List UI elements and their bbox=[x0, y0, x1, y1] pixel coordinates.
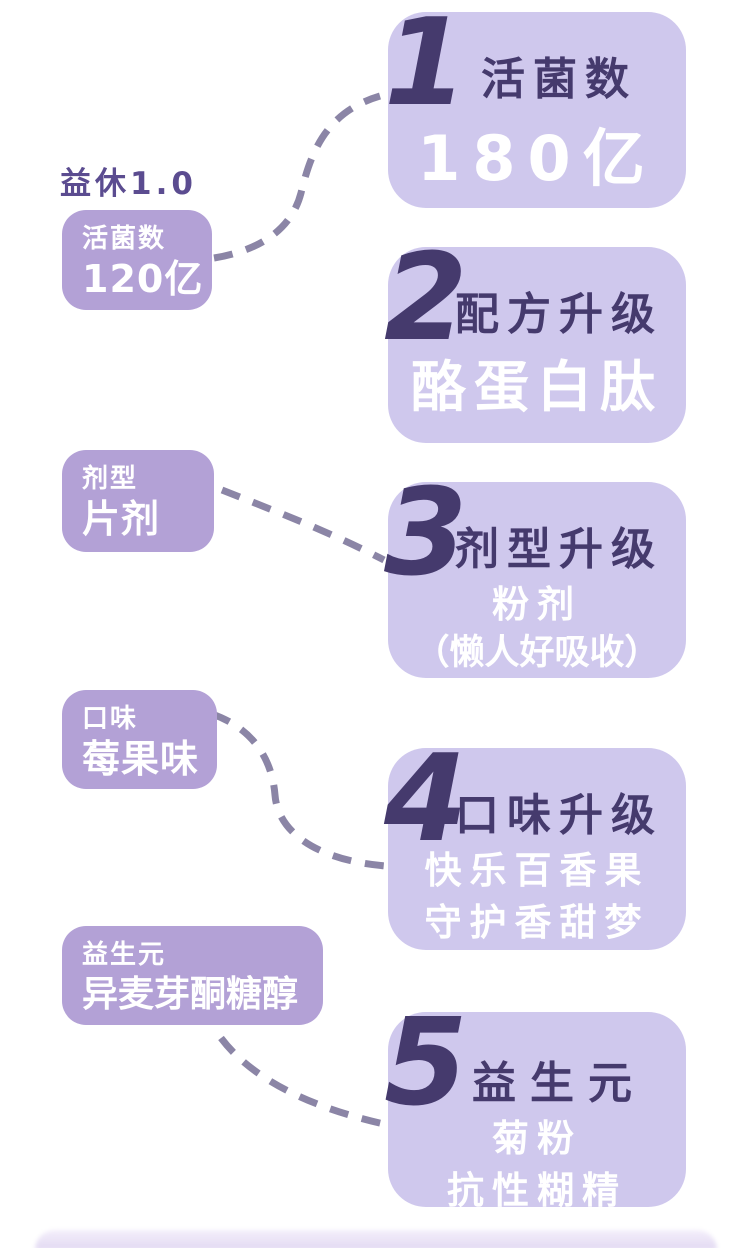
old-spec-label: 剂型 bbox=[82, 464, 139, 494]
upgrade-value: 守护香甜梦 bbox=[424, 901, 650, 944]
connector-2-dashed-line bbox=[220, 486, 386, 564]
upgrade-value: 180亿 bbox=[417, 122, 657, 195]
upgrade-number: 4 bbox=[384, 730, 468, 869]
old-spec-label: 口味 bbox=[82, 704, 139, 734]
upgrade-heading: 活菌数 bbox=[481, 54, 637, 105]
old-spec-value: 120亿 bbox=[82, 257, 204, 301]
upgrade-number: 1 bbox=[384, 0, 468, 133]
old-spec-value: 异麦芽酮糖醇 bbox=[82, 974, 299, 1015]
old-spec-live-bacteria: 活菌数 120亿 bbox=[62, 210, 212, 310]
upgrade-card-2-formula: 2 配方升级 酪蛋白肽 bbox=[384, 239, 686, 443]
old-spec-flavor: 口味 莓果味 bbox=[62, 690, 217, 789]
upgrade-value: 酪蛋白肽 bbox=[410, 355, 663, 419]
upgrade-number: 2 bbox=[384, 229, 468, 368]
upgrade-number: 5 bbox=[384, 994, 468, 1133]
upgrade-value: 菊粉 bbox=[492, 1117, 582, 1160]
connector-4-dashed-line bbox=[218, 1035, 385, 1128]
upgrade-value-note: （懒人好吸收） bbox=[414, 633, 660, 673]
old-spec-value: 莓果味 bbox=[82, 737, 200, 781]
upgrade-card-1-live-bacteria: 1 活菌数 180亿 bbox=[384, 4, 686, 208]
upgrade-card-5-prebiotics: 5 益生元 菊粉 抗性糊精 bbox=[384, 1004, 686, 1212]
old-spec-label: 活菌数 bbox=[82, 224, 167, 254]
connector-1-dashed-line bbox=[213, 92, 382, 262]
upgrade-heading: 剂型升级 bbox=[455, 524, 663, 575]
upgrade-value: 快乐百香果 bbox=[424, 849, 650, 892]
next-section-top-edge bbox=[35, 1230, 717, 1248]
upgrade-card-4-flavor: 4 口味升级 快乐百香果 守护香甜梦 bbox=[384, 740, 686, 950]
upgrade-number: 3 bbox=[384, 464, 468, 603]
connector-3-dashed-line bbox=[210, 710, 387, 870]
old-spec-prebiotic: 益生元 异麦芽酮糖醇 bbox=[62, 926, 323, 1025]
old-spec-dosage-form: 剂型 片剂 bbox=[62, 450, 214, 552]
upgrade-heading: 益生元 bbox=[472, 1058, 646, 1109]
upgrade-heading: 配方升级 bbox=[455, 289, 663, 340]
upgrade-heading: 口味升级 bbox=[455, 790, 663, 841]
old-spec-value: 片剂 bbox=[82, 497, 161, 541]
old-version-title: 益休1.0 bbox=[60, 166, 197, 202]
upgrade-value: 粉剂 bbox=[492, 583, 582, 626]
upgrade-value: 抗性糊精 bbox=[447, 1169, 627, 1212]
upgrade-card-3-dosage-form: 3 剂型升级 粉剂 （懒人好吸收） bbox=[384, 474, 686, 678]
old-spec-label: 益生元 bbox=[82, 940, 167, 970]
